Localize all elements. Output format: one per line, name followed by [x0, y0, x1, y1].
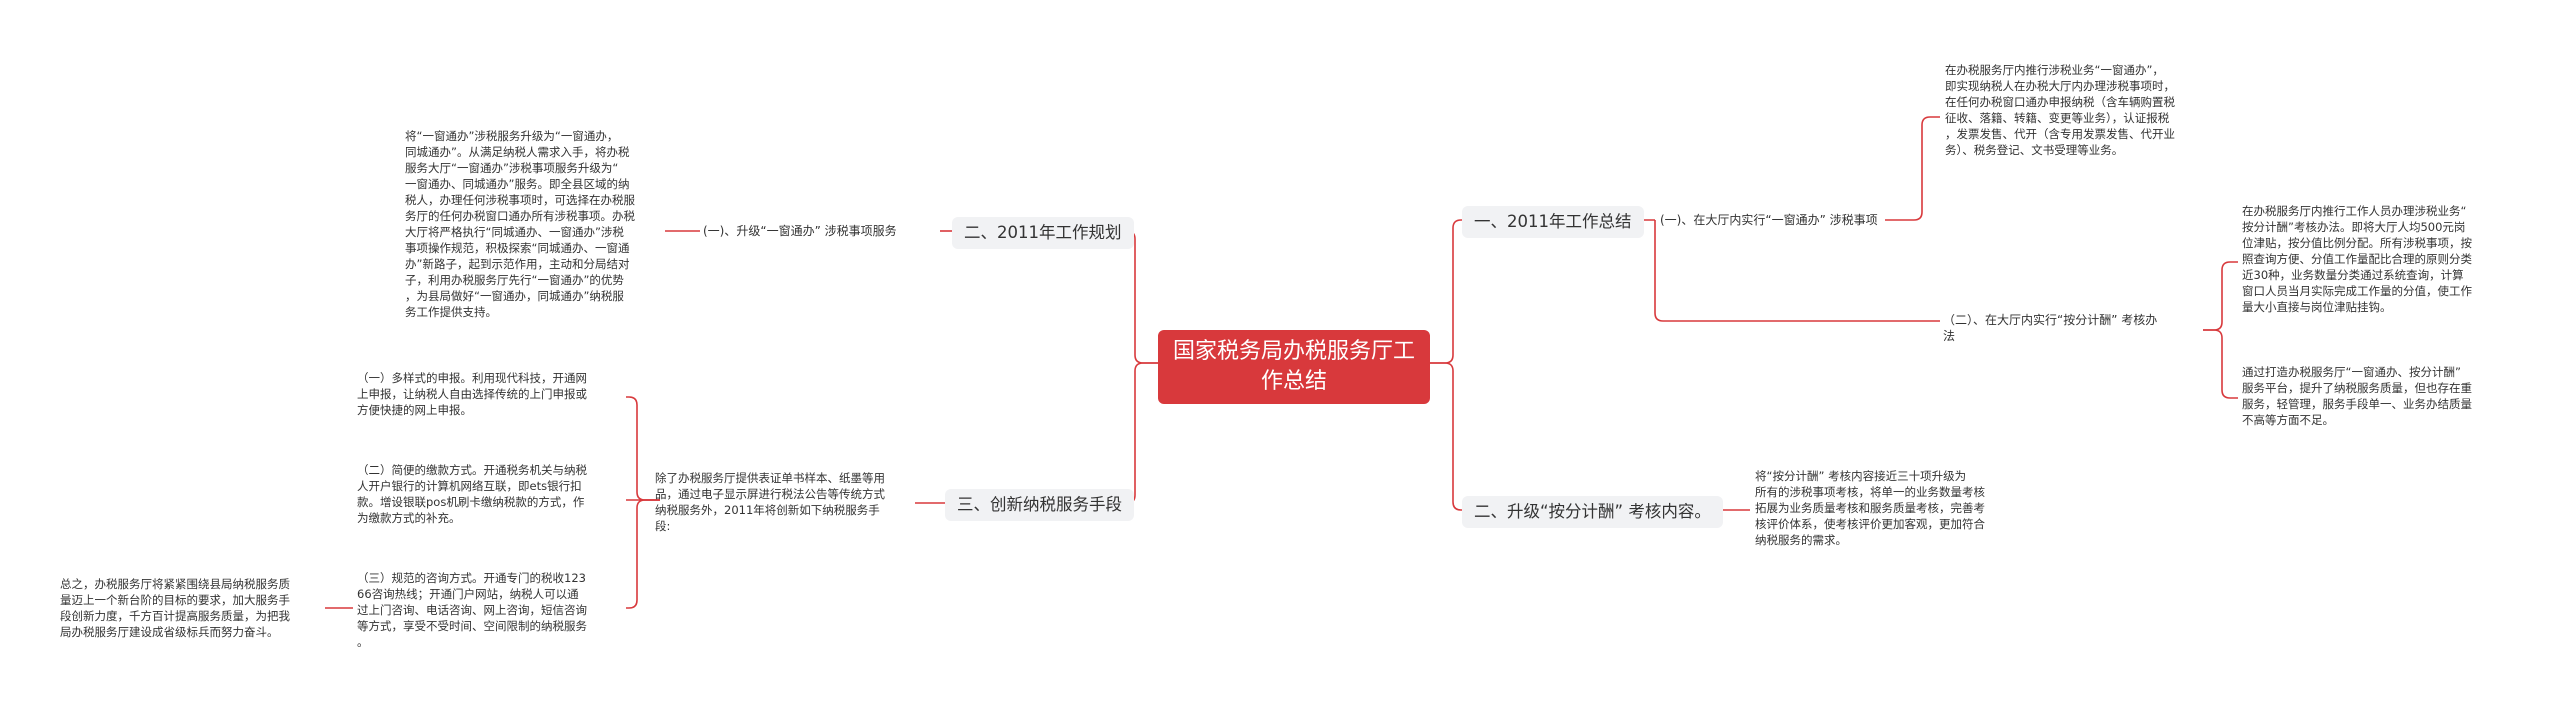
- para-score-based-detail: 在办税服务厅内推行工作人员办理涉税业务“ 按分计酬”考核办法。即将大厅人均500…: [2242, 204, 2472, 314]
- link-root-b2: [1430, 362, 1472, 511]
- para-conclusion: 总之，办税服务厅将紧紧围绕县局纳税服务质 量迈上一个新台阶的目标的要求，加大服务…: [60, 577, 290, 639]
- branch-innovate-service[interactable]: 三、创新纳税服务手段: [945, 489, 1134, 521]
- para-one-window-detail: 在办税服务厅内推行涉税业务“一窗通办”， 即实现纳税人在办税大厅内办理涉税事项时…: [1945, 63, 2175, 157]
- link-b1-s2: [1654, 220, 1940, 322]
- para-service-platform-summary: 通过打造办税服务厅“一窗通办、按分计酬” 服务平台，提升了纳税服务质量，但也存在…: [2242, 365, 2472, 427]
- para-traditional-service: 除了办税服务厅提供表证单书样本、纸墨等用 品，通过电子显示屏进行税法公告等传统方…: [655, 471, 885, 533]
- link-b1s2-para2: [2203, 329, 2238, 399]
- subtopic-upgrade-one-window[interactable]: (一)、升级“一窗通办” 涉税事项服务: [703, 224, 897, 238]
- branch-2011-work-summary[interactable]: 一、2011年工作总结: [1462, 206, 1644, 238]
- link-root-b3: [1125, 230, 1158, 364]
- branch-upgrade-scoring[interactable]: 二、升级“按分计酬” 考核内容。: [1462, 496, 1723, 528]
- subtopic-score-based-pay[interactable]: （二）、在大厅内实行“按分计酬” 考核办 法: [1943, 313, 2158, 343]
- root-topic[interactable]: 国家税务局办税服务厅工作总结: [1158, 330, 1430, 404]
- link-root-b4: [1125, 362, 1158, 504]
- branch-2011-work-plan[interactable]: 二、2011年工作规划: [952, 217, 1134, 249]
- subtopic-one-window[interactable]: (一)、在大厅内实行“一窗通办” 涉税事项: [1660, 213, 1878, 227]
- link-b1s1-para: [1885, 116, 1940, 221]
- link-root-b1: [1430, 219, 1472, 364]
- para-upgrade-scoring-detail: 将“按分计酬” 考核内容接近三十项升级为 所有的涉税事项考核，将单一的业务数量考…: [1755, 469, 1985, 547]
- para-same-city-detail: 将“一窗通办”涉税服务升级为“一窗通办， 同城通办”。从满足纳税人需求入手，将办…: [405, 129, 635, 319]
- para-diverse-filing: （一）多样式的申报。利用现代科技，开通网 上申报，让纳税人自由选择传统的上门申报…: [357, 371, 587, 417]
- para-standard-consulting: （三）规范的咨询方式。开通专门的税收123 66咨询热线；开通门户网站，纳税人可…: [357, 571, 587, 649]
- link-b4-c3: [626, 499, 660, 609]
- link-b1s2-paras: [2203, 261, 2238, 331]
- para-simple-payment: （二）简便的缴款方式。开通税务机关与纳税 人开户银行的计算机网络互联，即ets银…: [357, 463, 587, 525]
